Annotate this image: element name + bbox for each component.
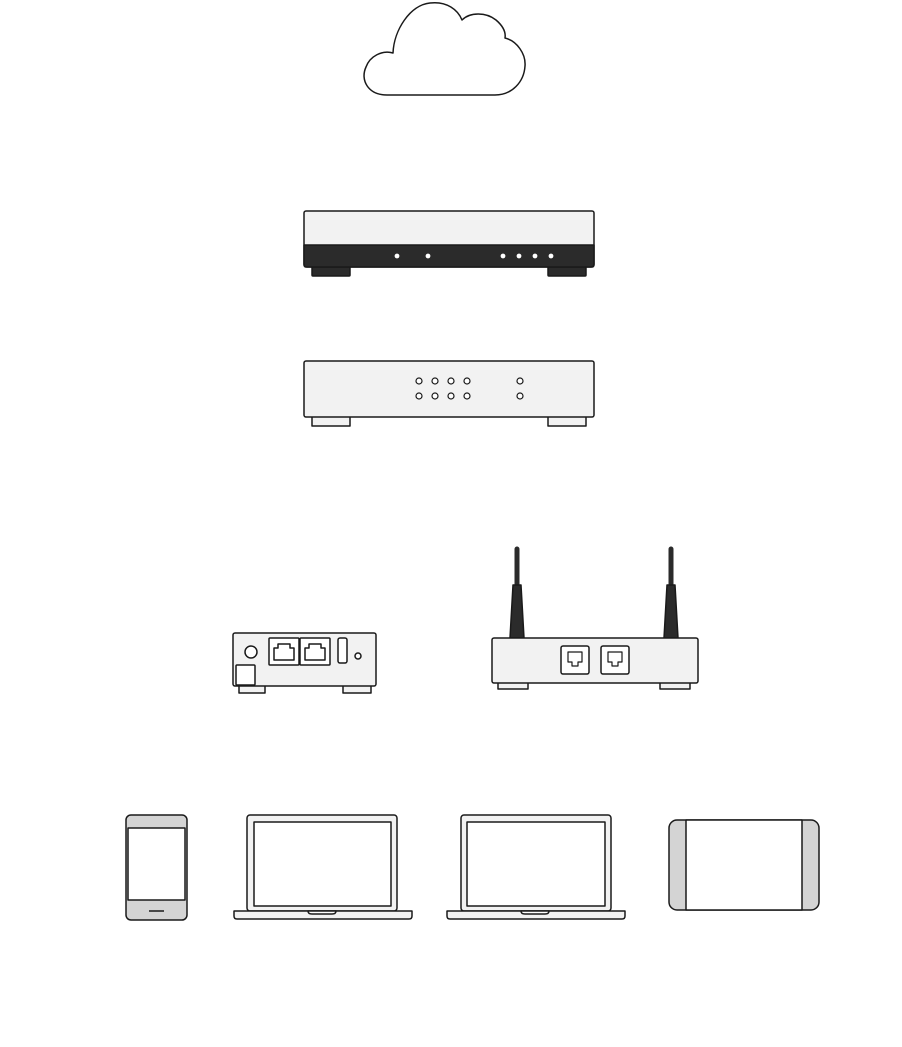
switch-port-lights bbox=[415, 377, 524, 400]
ethernet-port-icon bbox=[600, 645, 630, 675]
modem-icon bbox=[303, 210, 595, 277]
usb-port-icon bbox=[337, 637, 348, 664]
antenna-icon bbox=[509, 546, 525, 639]
ethernet-port-icon bbox=[560, 645, 590, 675]
wifi-router-icon bbox=[491, 546, 699, 690]
laptop-icon bbox=[446, 814, 626, 920]
modem-status-lights bbox=[394, 253, 554, 259]
network-switch-icon bbox=[303, 360, 595, 427]
ethernet-port-icon bbox=[268, 637, 300, 666]
cloud-icon bbox=[363, 1, 526, 96]
smartphone-icon bbox=[125, 814, 188, 921]
tablet-icon bbox=[668, 819, 820, 911]
laptop-icon bbox=[233, 814, 413, 920]
antenna-icon bbox=[663, 546, 679, 639]
mini-router-icon bbox=[232, 632, 377, 694]
ethernet-port-icon bbox=[299, 637, 331, 666]
